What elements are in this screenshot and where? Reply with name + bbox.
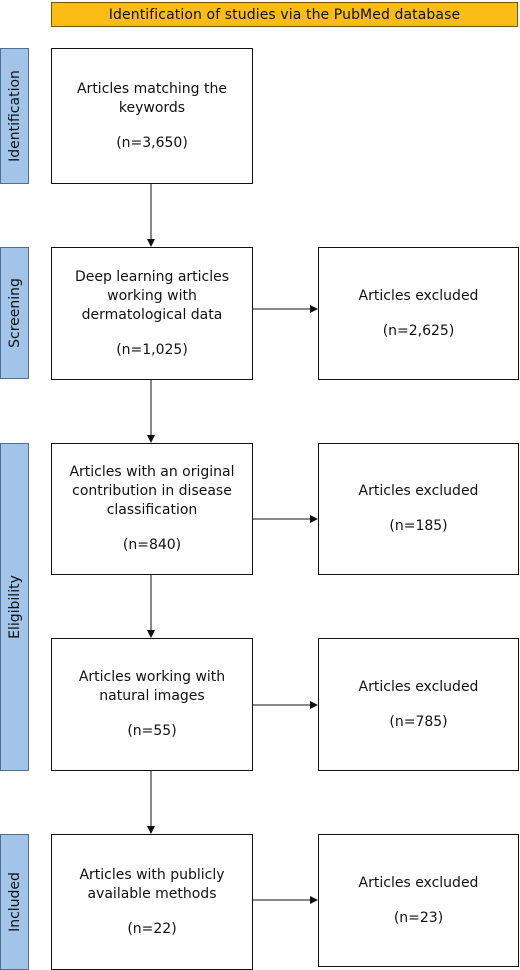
- box-eligibility-1: Articles with an original contribution i…: [51, 443, 253, 575]
- box-text: Articles working with natural images: [78, 669, 226, 704]
- phase-eligibility: Eligibility: [0, 443, 29, 771]
- header-banner: Identification of studies via the PubMed…: [51, 2, 518, 27]
- box-screening: Deep learning articles working with derm…: [51, 247, 253, 380]
- box-count: (n=22): [127, 920, 177, 937]
- box-excluded-4: Articles excluded (n=23): [318, 834, 519, 967]
- box-count: (n=23): [393, 909, 444, 926]
- box-text: Articles with an original contribution i…: [69, 464, 235, 518]
- box-text: Deep learning articles working with derm…: [74, 268, 230, 323]
- box-count: (n=55): [127, 723, 177, 739]
- box-count: (n=840): [122, 537, 182, 553]
- box-text: Articles excluded: [358, 287, 479, 304]
- phase-identification: Identification: [0, 48, 29, 184]
- box-count: (n=1,025): [116, 341, 188, 358]
- box-excluded-2: Articles excluded (n=185): [318, 443, 519, 575]
- box-text: Articles excluded: [358, 483, 479, 499]
- box-count: (n=3,650): [116, 134, 188, 151]
- box-text: Articles matching the keywords: [76, 80, 227, 116]
- box-excluded-3: Articles excluded (n=785): [318, 638, 519, 771]
- phase-screening: Screening: [0, 247, 29, 379]
- box-excluded-1: Articles excluded (n=2,625): [318, 247, 519, 380]
- box-count: (n=785): [389, 713, 448, 730]
- box-identification: Articles matching the keywords (n=3,650): [51, 48, 253, 184]
- box-eligibility-2: Articles working with natural images (n=…: [51, 638, 253, 771]
- box-count: (n=185): [389, 518, 448, 534]
- box-count: (n=2,625): [382, 322, 455, 339]
- box-text: Articles excluded: [358, 678, 479, 695]
- box-text: Articles excluded: [358, 874, 479, 891]
- box-text: Articles with publicly available methods: [79, 866, 225, 902]
- box-included: Articles with publicly available methods…: [51, 834, 253, 970]
- header-title: Identification of studies via the PubMed…: [108, 6, 461, 23]
